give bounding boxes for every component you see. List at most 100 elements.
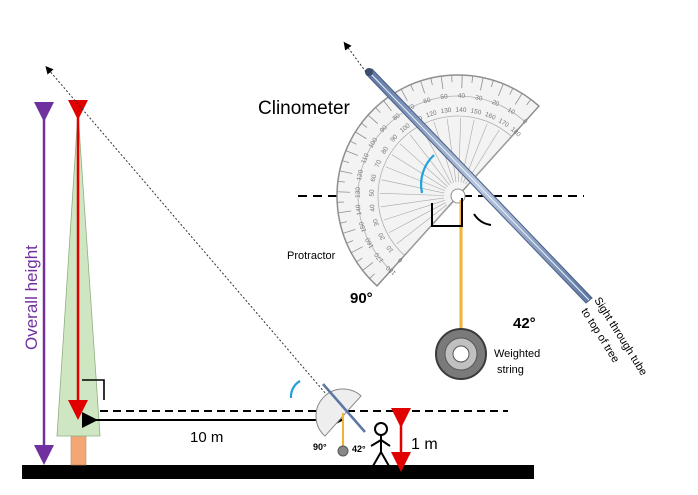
protractor-number: 130 — [355, 187, 362, 198]
protractor-number: 110 — [360, 152, 371, 165]
protractor-tick — [346, 240, 354, 244]
protractor-number: 10 — [506, 106, 516, 116]
protractor-number: 80 — [392, 112, 402, 122]
big-angle-arc-blue — [420, 154, 435, 194]
protractor-tick — [345, 150, 359, 156]
protractor-number: 150 — [358, 220, 368, 233]
ground — [22, 465, 534, 479]
protractor-tick — [356, 257, 363, 263]
protractor-number: 80 — [380, 145, 390, 155]
protractor-number: 60 — [370, 174, 378, 183]
protractor-tick — [509, 88, 514, 95]
protractor-tick — [350, 140, 357, 145]
protractor-number: 20 — [377, 231, 387, 241]
protractor-tick — [451, 75, 453, 83]
protractor-tick — [361, 122, 368, 128]
weighted-label-2: string — [497, 364, 524, 376]
protractor-tick — [355, 131, 367, 140]
eye-height-label: 1 m — [411, 436, 438, 453]
protractor-tick — [375, 107, 381, 113]
protractor-tick — [376, 275, 387, 287]
protractor-tick — [337, 201, 345, 203]
protractor-number: 50 — [440, 93, 449, 101]
protractor-tick — [490, 80, 494, 88]
protractor-number: 40 — [458, 93, 466, 100]
small-angle-arc — [289, 380, 301, 399]
right-angle-marker-tree — [82, 379, 105, 400]
protractor-tick — [461, 75, 463, 89]
clinometer-title: Clinometer — [258, 98, 351, 119]
protractor-tick — [342, 228, 356, 234]
protractor-number: 50 — [369, 189, 376, 197]
protractor-number: 90 — [389, 133, 399, 143]
protractor-number: 70 — [374, 159, 383, 169]
protractor-spoke — [380, 197, 445, 208]
protractor-tick — [514, 93, 523, 105]
small-weight — [337, 445, 349, 457]
protractor-number: 120 — [425, 109, 438, 119]
protractor-number: 140 — [455, 107, 466, 114]
protractor-spoke — [391, 154, 447, 189]
protractor-tick — [339, 170, 353, 174]
protractor-number: 60 — [423, 97, 432, 106]
small-protractor — [315, 388, 362, 437]
protractor-tick — [362, 262, 374, 271]
protractor-spoke — [381, 179, 445, 194]
protractor-number: 90 — [379, 124, 389, 134]
protractor-spoke — [388, 202, 446, 233]
overall-height-label: Overall height — [22, 245, 41, 350]
protractor-spoke — [446, 118, 457, 183]
protractor-tick — [529, 105, 540, 117]
protractor-spoke — [385, 166, 446, 192]
distance-label: 10 m — [190, 429, 223, 446]
big-protractor: 0180101702016030150401405013060120701108… — [336, 74, 541, 287]
protractor-tick — [338, 210, 352, 214]
protractor-number: 150 — [470, 108, 482, 117]
protractor-tick — [367, 114, 379, 125]
protractor-number: 100 — [368, 136, 380, 149]
protractor-tick — [337, 191, 351, 193]
small-90-label: 90° — [313, 442, 327, 452]
protractor-number: 70 — [406, 103, 416, 113]
protractor-tick — [498, 83, 504, 97]
protractor-tick — [337, 180, 345, 183]
protractor-spoke — [396, 204, 448, 245]
protractor-tick — [420, 80, 426, 94]
protractor-number: 30 — [474, 94, 483, 102]
right-angle-marker-big — [431, 198, 463, 227]
protractor-number: 40 — [369, 203, 377, 212]
tube-sight-arrow — [343, 41, 367, 73]
protractor-number: 20 — [491, 99, 501, 108]
protractor-number: 170 — [497, 117, 510, 129]
big-weight — [435, 328, 487, 380]
protractor-tick — [480, 77, 484, 91]
protractor-number: 10 — [385, 244, 395, 254]
big-42-label: 42° — [513, 315, 536, 332]
protractor-tick — [383, 100, 392, 112]
small-42-label: 42° — [352, 444, 366, 454]
protractor-number: 0 — [397, 256, 405, 264]
protractor-number: 120 — [356, 169, 365, 181]
protractor-spoke — [380, 192, 445, 196]
protractor-number: 130 — [440, 107, 452, 115]
sighting-tube — [365, 68, 593, 304]
big-90-label: 90° — [350, 290, 373, 307]
protractor-number: 160 — [484, 111, 497, 122]
protractor-number: 30 — [372, 218, 381, 227]
weighted-label-1: Weighted — [494, 348, 540, 360]
protractor-number: 160 — [364, 236, 375, 249]
protractor-number: 140 — [355, 204, 363, 216]
protractor-tick — [350, 246, 363, 254]
protractor-spoke — [405, 206, 449, 255]
tree-trunk — [70, 435, 87, 466]
protractor-tick — [471, 75, 474, 83]
protractor-tick — [369, 273, 375, 279]
protractor-label: Protractor — [287, 250, 336, 262]
person-head — [374, 422, 388, 436]
protractor-tick — [342, 160, 350, 164]
protractor-tick — [340, 221, 348, 224]
protractor-tick — [440, 76, 444, 90]
protractor-tick — [410, 84, 414, 92]
small-clinometer: 90° 42° — [313, 383, 366, 457]
